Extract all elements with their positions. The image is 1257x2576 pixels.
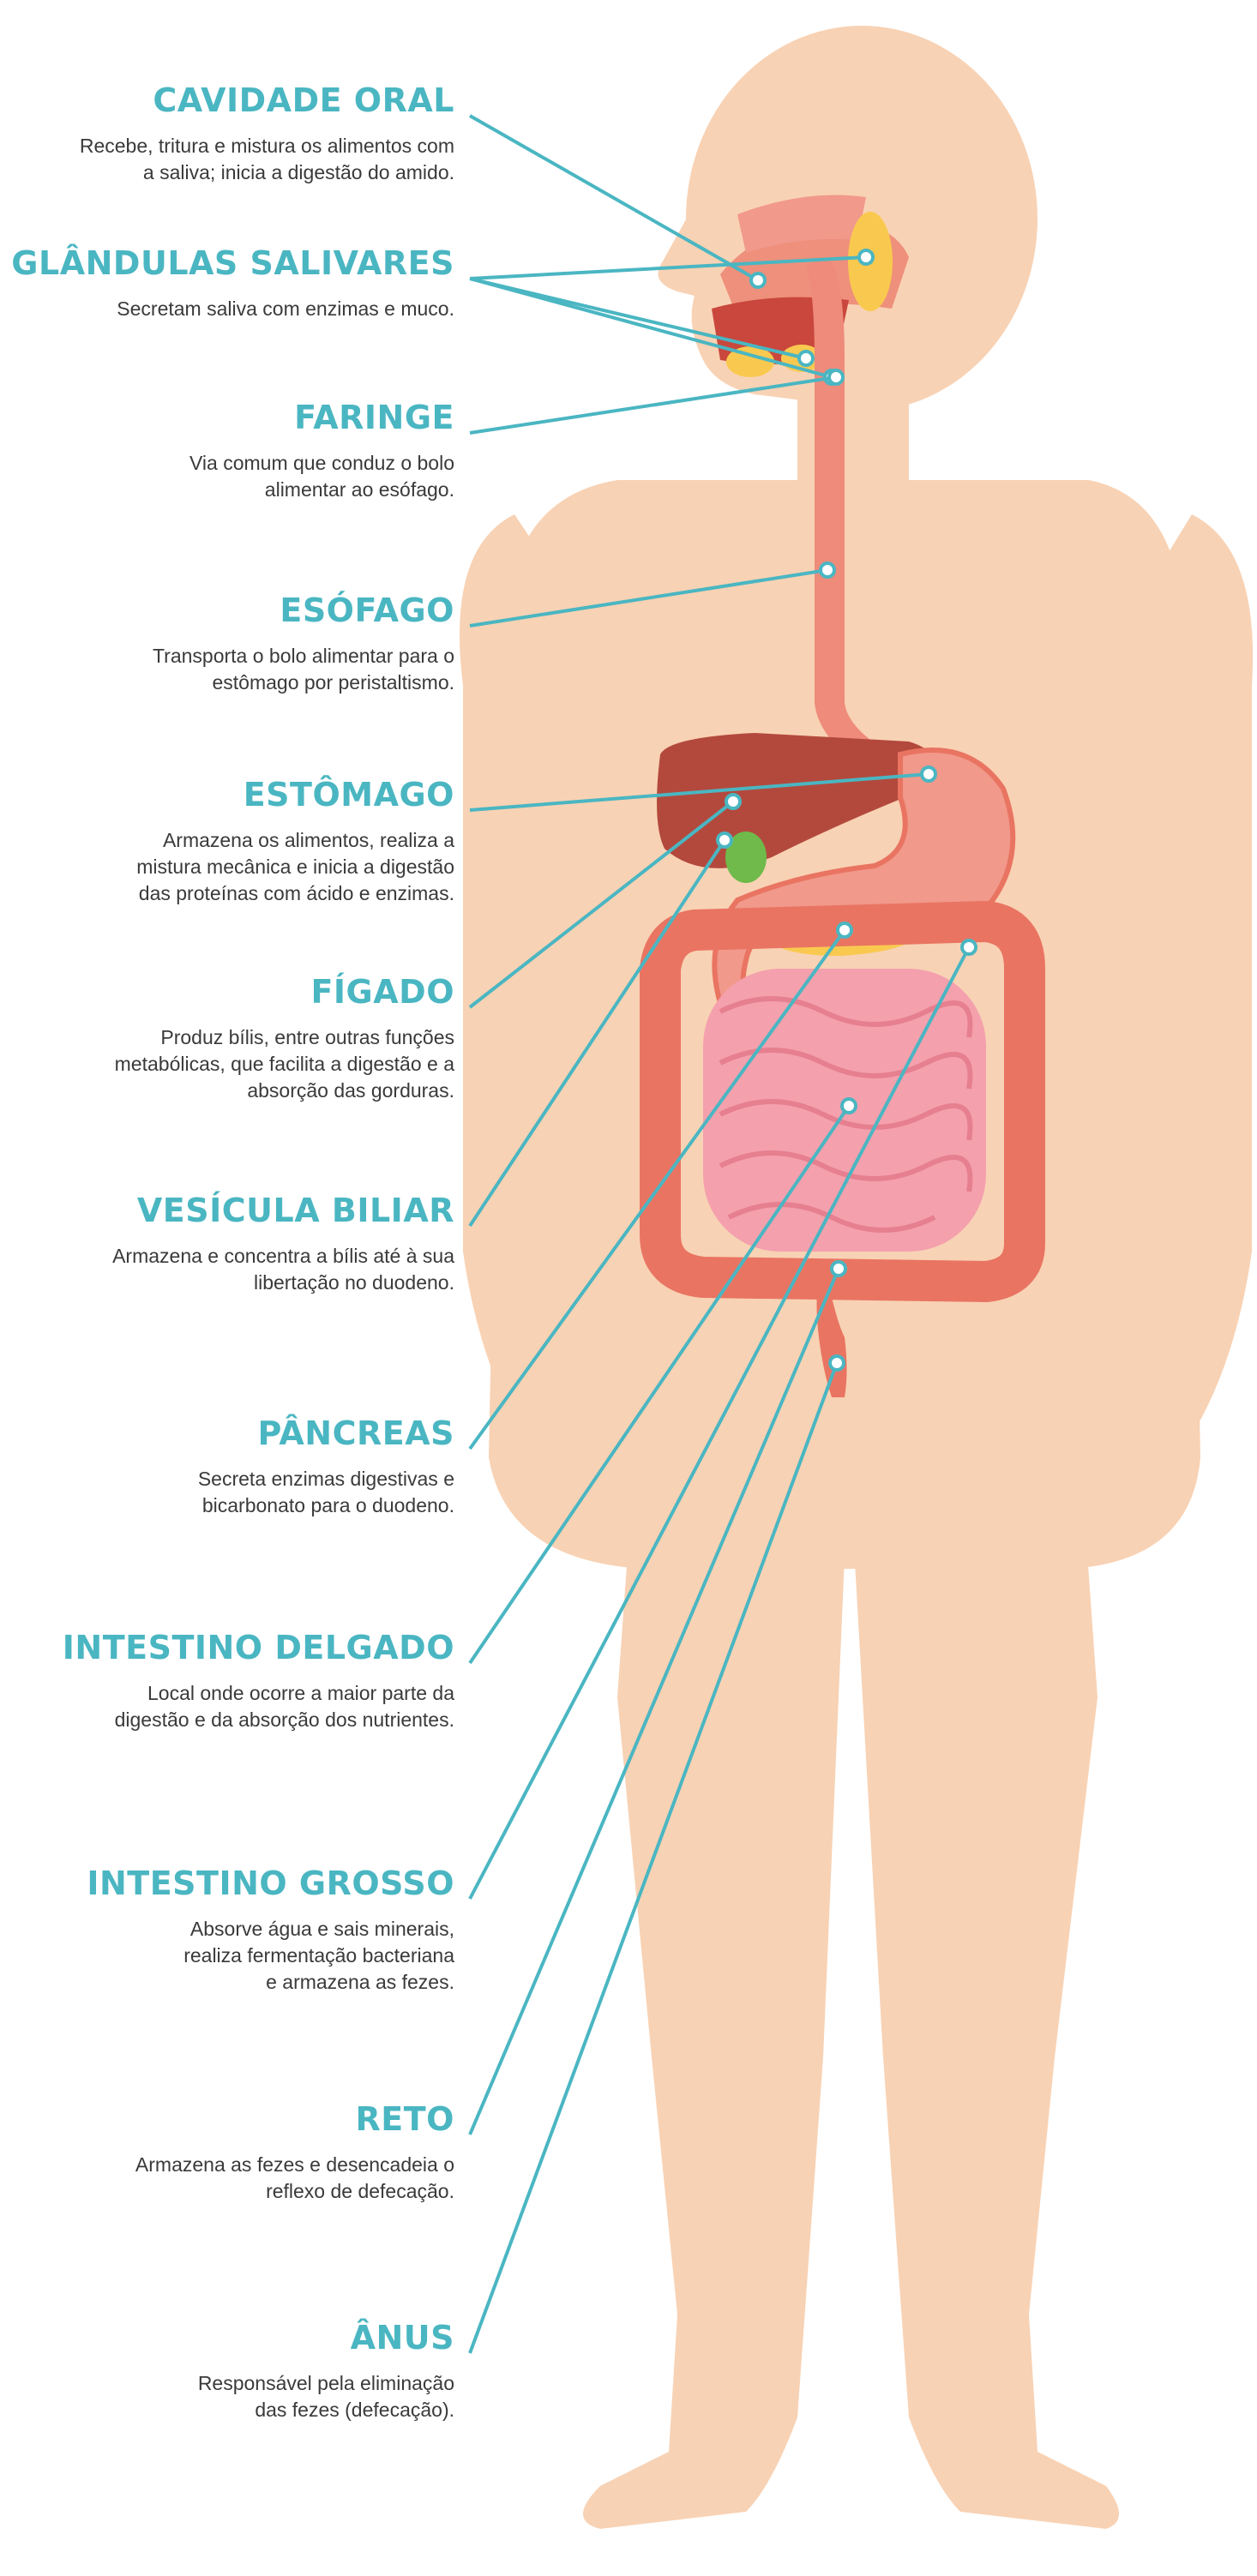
label-title: RETO xyxy=(355,2100,454,2138)
leader-line xyxy=(468,1268,840,2135)
label-description: Armazena as fezes e desencadeia o reflexo… xyxy=(0,2152,454,2205)
leader-dot xyxy=(819,561,836,579)
label-title: FARINGE xyxy=(294,399,454,436)
leader-lines xyxy=(468,114,977,2354)
label-title: INTESTINO GROSSO xyxy=(87,1864,454,1902)
label-title: ESÓFAGO xyxy=(280,591,454,629)
label-title: VESÍCULA BILIAR xyxy=(136,1192,454,1229)
label-description: Recebe, tritura e mistura os alimentos c… xyxy=(0,133,454,186)
label-description: Armazena os alimentos, realiza a mistura … xyxy=(0,827,454,907)
leader-dot xyxy=(960,939,977,956)
label-description: Secretam saliva com enzimas e muco. xyxy=(0,296,454,322)
leader-dot xyxy=(716,832,733,849)
label-title: ÂNUS xyxy=(350,2319,454,2357)
label-esofago: ESÓFAGO Transporta o bolo alimentar para … xyxy=(0,591,454,696)
leader-dot xyxy=(836,922,853,939)
label-anus: ÂNUS Responsável pela eliminação das fezes… xyxy=(0,2319,454,2423)
label-description-line: bicarbonato para o duodeno. xyxy=(201,1494,454,1516)
label-description: Responsável pela eliminação das fezes (de… xyxy=(0,2370,454,2423)
leader-dot xyxy=(828,1354,845,1372)
label-description-line: Produz bílis, entre outras funções xyxy=(160,1026,454,1048)
label-title: ESTÔMAGO xyxy=(243,776,454,814)
label-description: Armazena e concentra a bílis até à sua li… xyxy=(0,1243,454,1296)
leader-line xyxy=(469,277,833,379)
label-description-line: das fezes (defecação). xyxy=(255,2399,454,2421)
leader-dot xyxy=(725,793,742,810)
leader-line xyxy=(469,114,759,282)
label-description-line: Secretam saliva com enzimas e muco. xyxy=(117,297,454,320)
label-estomago: ESTÔMAGO Armazena os alimentos, realiza a… xyxy=(0,776,454,907)
label-faringe: FARINGE Via comum que conduz o bolo alimen… xyxy=(0,399,454,503)
label-title: INTESTINO DELGADO xyxy=(62,1629,454,1666)
label-intestino-delgado: INTESTINO DELGADO Local onde ocorre a mai… xyxy=(0,1629,454,1733)
label-description-line: metabólicas, que facilita a digestão e a xyxy=(114,1053,454,1075)
label-description-line: e armazena as fezes. xyxy=(266,1971,454,1993)
leader-line xyxy=(469,772,929,812)
leader-dot xyxy=(827,369,845,386)
leader-dot xyxy=(857,249,875,266)
label-title: PÂNCREAS xyxy=(257,1414,454,1452)
leader-line xyxy=(469,277,807,360)
leader-line xyxy=(468,946,971,1900)
label-reto: RETO Armazena as fezes e desencadeia o ref… xyxy=(0,2100,454,2205)
label-glandulas-salivares: GLÂNDULAS SALIVARES Secretam saliva com e… xyxy=(0,244,454,322)
label-description-line: Recebe, tritura e mistura os alimentos c… xyxy=(79,135,454,157)
leader-dot xyxy=(749,272,767,289)
leader-dot xyxy=(920,766,937,783)
label-description-line: Armazena os alimentos, realiza a xyxy=(162,829,454,851)
label-description-line: das proteínas com ácido e enzimas. xyxy=(138,882,454,904)
label-title: CAVIDADE ORAL xyxy=(153,81,454,119)
label-description: Via comum que conduz o bolo alimentar ao … xyxy=(0,450,454,503)
leader-dot xyxy=(830,1260,847,1277)
label-figado: FÍGADO Produz bílis, entre outras funções… xyxy=(0,973,454,1104)
label-description-line: mistura mecânica e inicia a digestão xyxy=(136,856,454,878)
label-description-line: Armazena as fezes e desencadeia o xyxy=(135,2153,454,2176)
leader-line xyxy=(468,928,846,1450)
leader-line xyxy=(469,375,837,435)
label-intestino-grosso: INTESTINO GROSSO Absorve água e sais mine… xyxy=(0,1864,454,1996)
label-cavidade-oral: CAVIDADE ORAL Recebe, tritura e mistura o… xyxy=(0,81,454,186)
leader-line xyxy=(469,255,867,280)
label-description-line: estômago por peristaltismo. xyxy=(212,671,454,694)
leader-line xyxy=(468,838,726,1228)
label-description-line: digestão e da absorção dos nutrientes. xyxy=(114,1708,454,1731)
label-description-line: a saliva; inicia a digestão do amido. xyxy=(142,161,454,183)
label-description: Produz bílis, entre outras funções metabó… xyxy=(0,1024,454,1104)
label-description-line: reflexo de defecação. xyxy=(266,2180,454,2202)
leader-line xyxy=(468,1104,851,1665)
leader-line xyxy=(469,568,828,627)
label-description-line: Via comum que conduz o bolo xyxy=(189,452,454,474)
label-description-line: libertação no duodeno. xyxy=(253,1271,454,1294)
label-description-line: alimentar ao esófago. xyxy=(264,478,454,501)
label-title: FÍGADO xyxy=(310,973,454,1011)
label-title: GLÂNDULAS SALIVARES xyxy=(11,244,454,282)
label-description: Local onde ocorre a maior parte da digest… xyxy=(0,1680,454,1733)
leader-line xyxy=(468,800,735,1009)
label-vesicula-biliar: VESÍCULA BILIAR Armazena e concentra a bí… xyxy=(0,1192,454,1296)
label-description-line: Responsável pela eliminação xyxy=(197,2372,454,2394)
label-description: Transporta o bolo alimentar para o estôma… xyxy=(0,643,454,696)
label-description-line: Transporta o bolo alimentar para o xyxy=(152,645,454,667)
label-pancreas: PÂNCREAS Secreta enzimas digestivas e bica… xyxy=(0,1414,454,1519)
label-description-line: Absorve água e sais minerais, xyxy=(189,1918,454,1940)
leader-line xyxy=(468,1362,839,2354)
label-description-line: realiza fermentação bacteriana xyxy=(183,1944,454,1967)
label-description-line: Local onde ocorre a maior parte da xyxy=(147,1682,454,1704)
label-description-line: absorção das gorduras. xyxy=(247,1079,454,1102)
label-description: Secreta enzimas digestivas e bicarbonato … xyxy=(0,1466,454,1519)
label-description: Absorve água e sais minerais, realiza fer… xyxy=(0,1916,454,1996)
leader-dot xyxy=(797,350,815,367)
label-description-line: Armazena e concentra a bílis até à sua xyxy=(112,1245,454,1267)
label-description-line: Secreta enzimas digestivas e xyxy=(197,1468,454,1490)
leader-dot xyxy=(840,1097,857,1114)
